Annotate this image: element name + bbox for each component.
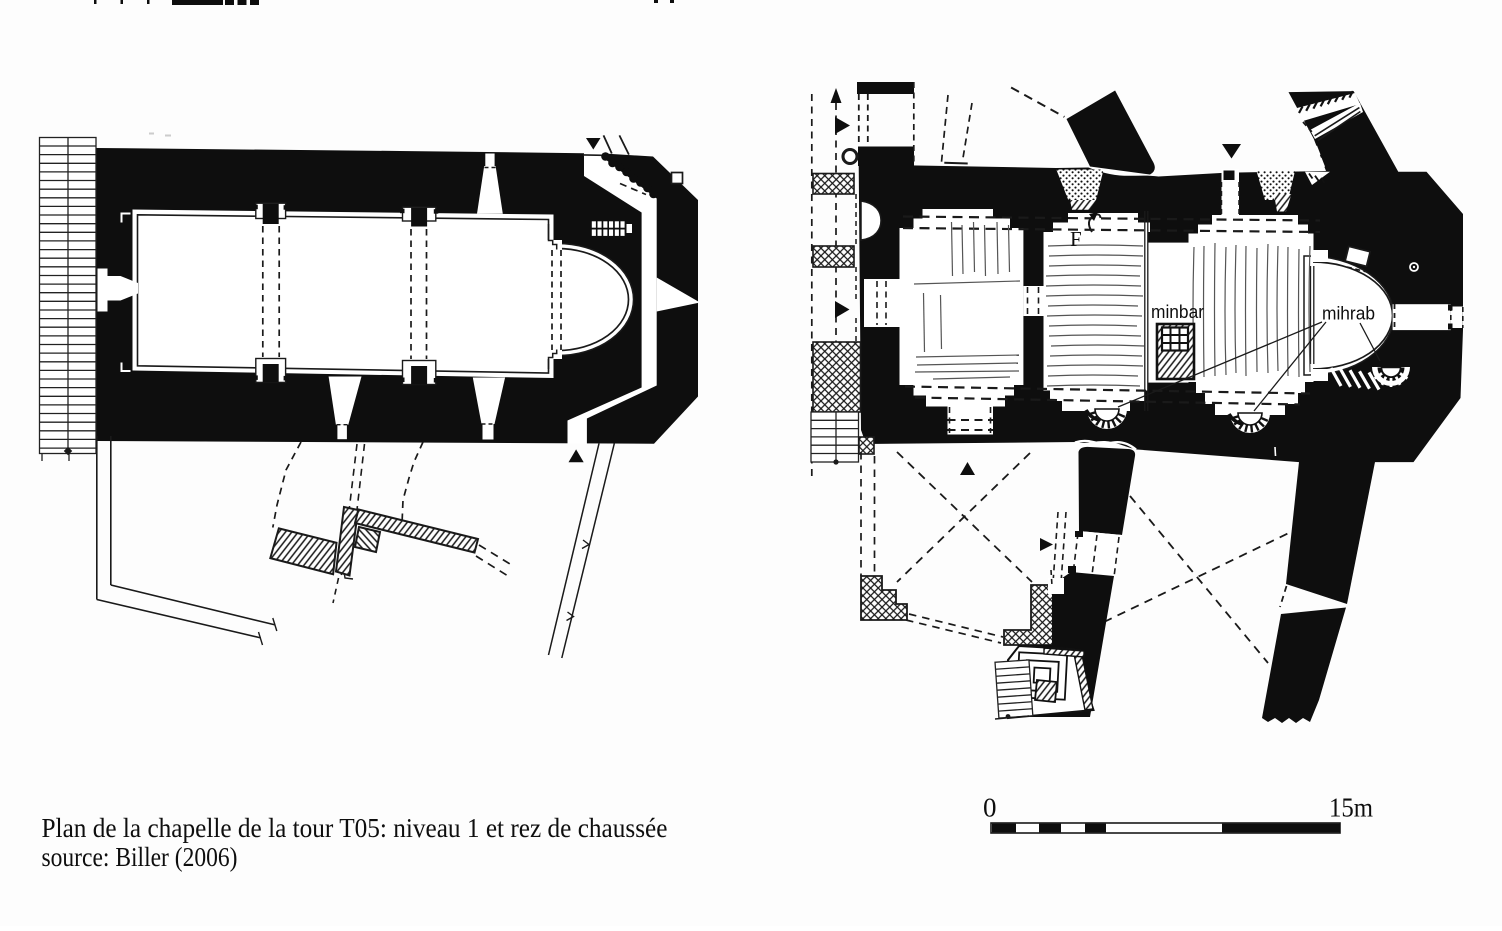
svg-text:0: 0 xyxy=(983,793,997,823)
svg-text:F: F xyxy=(1070,227,1082,251)
svg-text:mihrab: mihrab xyxy=(1322,303,1375,324)
svg-text:15m: 15m xyxy=(1329,793,1373,823)
svg-text:Plan de la chapelle de la tour: Plan de la chapelle de la tour T05: nive… xyxy=(42,812,668,843)
svg-text:minbar: minbar xyxy=(1151,301,1204,322)
svg-text:source: Biller (2006): source: Biller (2006) xyxy=(42,841,238,872)
